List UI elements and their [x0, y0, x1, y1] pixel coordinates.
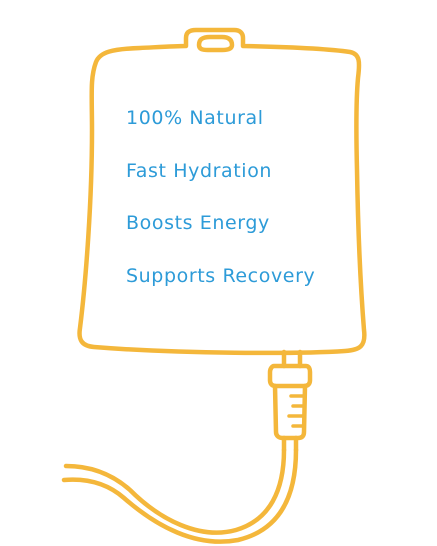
- iv-tube: [63, 447, 287, 535]
- benefit-recovery: Supports Recovery: [126, 264, 316, 287]
- connector-cap: [267, 363, 313, 389]
- drip-chamber: [272, 383, 308, 441]
- bag-outline: [77, 27, 367, 356]
- benefit-energy: Boosts Energy: [126, 212, 270, 234]
- benefit-natural: 100% Natural: [126, 107, 264, 129]
- benefit-hydration: Fast Hydration: [126, 159, 273, 182]
- iv-tube-inner: [61, 447, 299, 544]
- connector-neck: [281, 349, 303, 369]
- hanging-hole: [196, 34, 235, 53]
- benefits-list: 100% Natural Fast Hydration Boosts Energ…: [126, 104, 315, 314]
- chamber-marks: [287, 394, 305, 428]
